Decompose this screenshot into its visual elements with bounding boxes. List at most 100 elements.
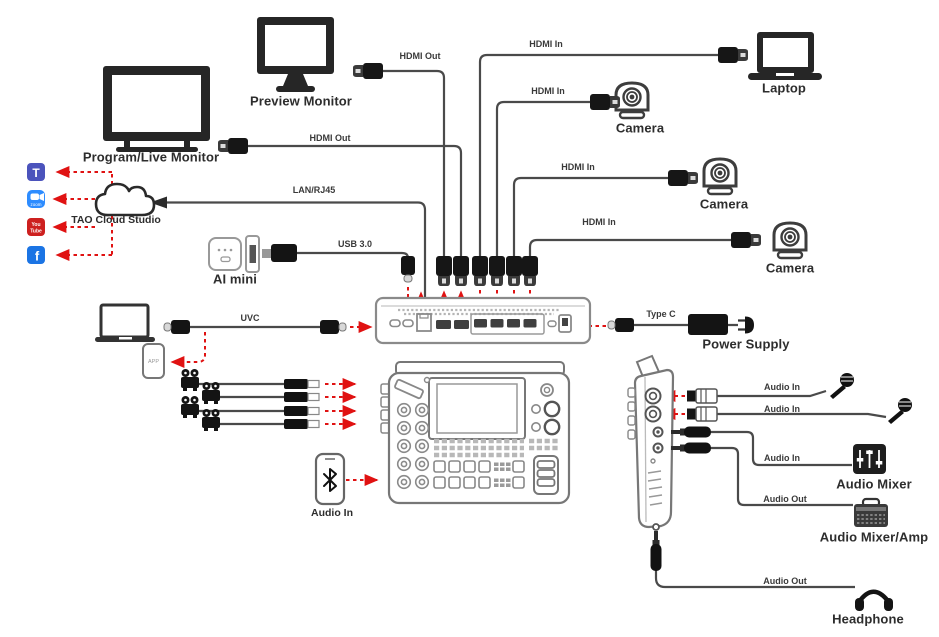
ai-mini-label: AI mini <box>212 271 258 287</box>
cable-mixer <box>711 430 852 467</box>
cable-hdmi-in-laptop <box>478 53 718 256</box>
uvc-laptop-icon <box>95 303 155 342</box>
facebook-glyph: f <box>35 249 40 264</box>
teams-icon: T <box>27 163 45 181</box>
panel-tiny-buttons <box>494 462 511 487</box>
audio-in-mic2-label: Audio In <box>764 404 800 414</box>
lan-label: LAN/RJ45 <box>292 185 336 195</box>
cable-amp <box>711 446 853 507</box>
audio-mixer-icon <box>853 444 886 474</box>
usb-c-plug-icon <box>163 319 191 335</box>
microphone-icon <box>888 398 912 424</box>
rca-plug-icon <box>283 405 320 417</box>
hdmi-plug-icon <box>668 170 698 186</box>
zoom-icon: zoom <box>27 190 45 208</box>
rca-plug-icon <box>283 378 320 390</box>
cable-usb3 <box>297 251 410 259</box>
preview-monitor-icon <box>257 17 334 92</box>
bt-phone-icon <box>314 452 346 506</box>
bluetooth-icon <box>323 468 337 492</box>
port-hdmi-out-2 <box>454 320 469 329</box>
hdmi-in-camera2-label: HDMI In <box>561 162 595 172</box>
rca-plug-icon <box>283 418 320 430</box>
youtube-glyph-2: Tube <box>30 229 42 235</box>
audio-in-mic1-label: Audio In <box>764 382 800 392</box>
hdmi-plug-icon <box>472 256 488 286</box>
bt-audio-in-label: Audio In <box>311 507 353 519</box>
rca-plug-icon <box>283 391 320 403</box>
cables <box>165 53 887 589</box>
audio-mixer-label: Audio Mixer <box>836 476 912 492</box>
cable-headphone <box>654 570 855 589</box>
tao-cloud-studio-label: TAO Cloud Studio <box>71 214 161 226</box>
cable-hdmi-out-preview <box>383 69 446 256</box>
xlr-port-2 <box>644 405 662 423</box>
ptz-camera-1-icon <box>614 81 650 120</box>
hdmi-in-camera1-label: HDMI In <box>531 86 565 96</box>
cable-hdmi-in-camera3 <box>528 238 731 256</box>
hdmi-out-program-label: HDMI Out <box>309 133 351 143</box>
cable-lan <box>165 201 427 298</box>
power-supply-icon <box>688 314 754 335</box>
power-plug-icon <box>738 319 745 331</box>
audio-out-amp-label: Audio Out <box>763 494 807 504</box>
headphone-icon <box>855 589 893 611</box>
arrow-to-app <box>170 332 206 368</box>
panel-tbar <box>533 455 559 495</box>
zoom-glyph: zoom <box>30 202 41 207</box>
control-panel <box>380 361 571 505</box>
laptop-icon <box>748 32 822 80</box>
usb-c-plug-icon <box>400 255 416 283</box>
hdmi-plug-icon <box>353 63 383 79</box>
port-rj45 <box>416 313 432 332</box>
cable-hdmi-in-camera2 <box>512 176 668 256</box>
laptop-label: Laptop <box>762 80 806 96</box>
cable-mic2 <box>717 412 887 419</box>
hdmi-plug-icon <box>718 47 748 63</box>
film-camera-icon <box>202 409 220 431</box>
xlr-plug-icon <box>686 388 718 404</box>
xlr-port-1 <box>644 387 662 405</box>
ptz-camera-3-icon <box>772 221 808 260</box>
program-monitor-icon <box>103 66 210 152</box>
youtube-icon: You Tube <box>27 218 45 236</box>
cable-hdmi-out-program <box>248 144 463 256</box>
lan-arrowhead <box>150 196 167 209</box>
film-camera-icon <box>181 396 199 418</box>
power-supply-label: Power Supply <box>702 336 790 352</box>
amp-icon <box>854 497 888 527</box>
trs-plug-icon <box>671 442 711 454</box>
uvc-label: UVC <box>240 313 260 323</box>
usb3-label: USB 3.0 <box>337 239 373 249</box>
hdmi-plug-icon <box>218 138 248 154</box>
app-phone-label: APP <box>148 359 159 365</box>
hdmi-in-laptop-label: HDMI In <box>529 39 563 49</box>
port-hdmi-in-1 <box>474 319 487 328</box>
cable-mic1 <box>717 389 827 398</box>
camera-2-label: Camera <box>699 196 749 212</box>
trs-plug-icon <box>671 426 711 438</box>
hdmi-plug-icon <box>731 232 761 248</box>
port-hdmi-in-3 <box>507 319 520 328</box>
program-monitor-label: Program/Live Monitor <box>82 149 220 165</box>
headphone-label: Headphone <box>832 611 904 627</box>
cloud-icon <box>94 182 156 217</box>
audio-in-mixer-label: Audio In <box>764 453 800 463</box>
trs-plug-icon <box>650 531 662 571</box>
usb-c-plug-icon <box>319 319 347 335</box>
type-c-label: Type C <box>646 309 676 319</box>
cable-hdmi-in-camera1 <box>495 100 590 256</box>
panel-minibutton-grid <box>434 438 560 458</box>
hdmi-plug-icon <box>453 256 469 286</box>
facebook-icon: f <box>27 246 45 264</box>
app-phone-icon: APP <box>142 343 165 379</box>
preview-monitor-label: Preview Monitor <box>250 93 352 109</box>
hdmi-plug-icon <box>590 94 620 110</box>
hdmi-plug-icon <box>489 256 505 286</box>
usb-c-plug-icon <box>607 317 635 333</box>
usb-a-plug-icon <box>262 244 297 262</box>
audio-out-headphone-label: Audio Out <box>763 576 807 586</box>
audio-mixer-amp-label: Audio Mixer/Amp <box>819 529 929 545</box>
panel-knobs <box>396 402 430 490</box>
hdmi-plug-icon <box>522 256 538 286</box>
